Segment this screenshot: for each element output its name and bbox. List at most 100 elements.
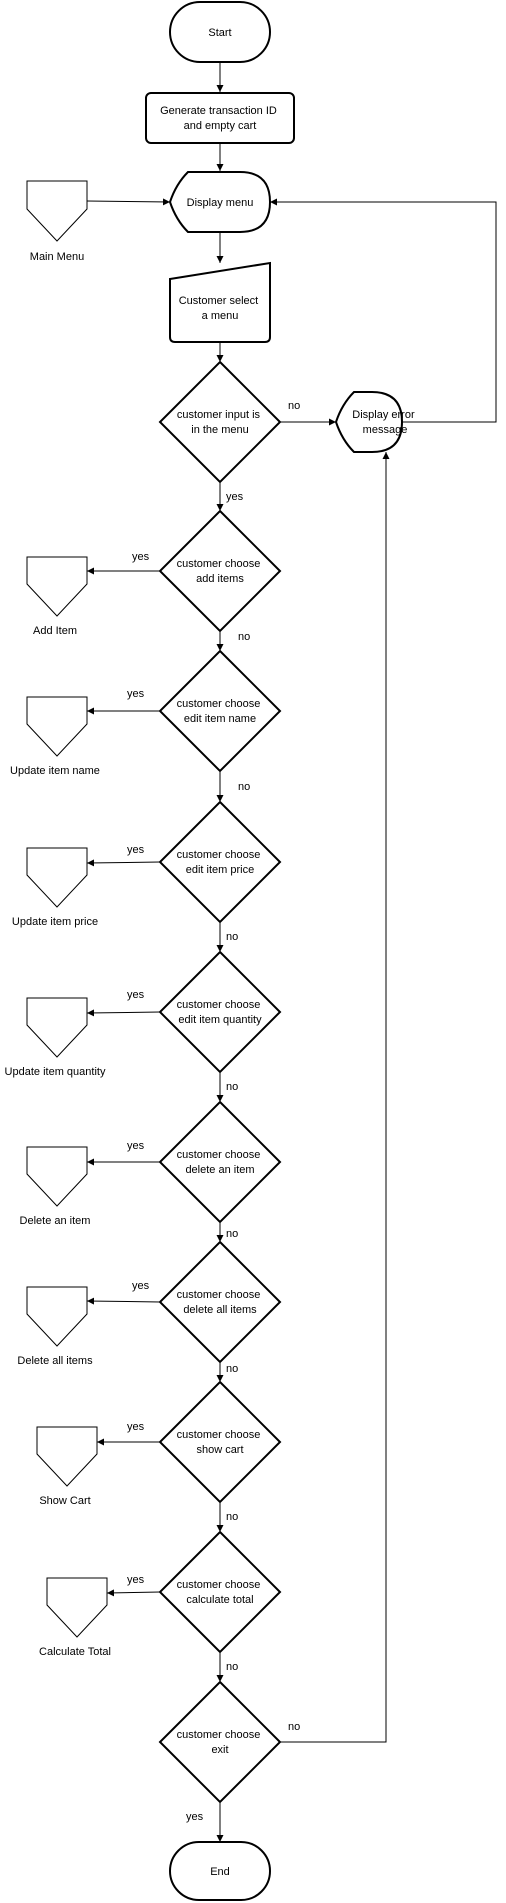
edge-label-no: no bbox=[226, 1661, 238, 1673]
node-label: customer choose delete all items bbox=[177, 1289, 264, 1316]
edge-label-yes: yes bbox=[127, 1421, 145, 1433]
reference-add-item: Add Item bbox=[26, 556, 88, 637]
edge-label-no: no bbox=[226, 1228, 238, 1240]
edge-exit-to-error bbox=[280, 452, 390, 1743]
offpage-reference-shape bbox=[36, 1426, 98, 1487]
decision-shape bbox=[158, 1240, 282, 1364]
reference-show-cart: Show Cart bbox=[36, 1426, 98, 1507]
terminator-shape bbox=[169, 1841, 271, 1901]
decision-edit-item-price: customer choose edit item price bbox=[158, 800, 282, 924]
reference-delete-an-item: Delete an item bbox=[20, 1146, 91, 1227]
nodes: Start Generate transaction ID and empty … bbox=[145, 1, 417, 1901]
generate-transaction-node: Generate transaction ID and empty cart bbox=[145, 92, 295, 144]
reference-label: Delete an item bbox=[20, 1215, 91, 1227]
node-label: customer choose show cart bbox=[177, 1429, 264, 1456]
edge-delete-all-to-ref bbox=[86, 1297, 161, 1305]
edge-edit-quantity-to-update-quantity bbox=[86, 1009, 161, 1017]
start-node: Start bbox=[169, 1, 271, 63]
decision-shape bbox=[158, 1680, 282, 1804]
reference-label: Add Item bbox=[33, 625, 77, 637]
node-label: Display menu bbox=[187, 197, 254, 209]
decision-show-cart: customer choose show cart bbox=[158, 1380, 282, 1504]
reference-update-item-price: Update item price bbox=[12, 847, 98, 928]
edge-label-yes: yes bbox=[127, 844, 145, 856]
node-label: Customer select a menu bbox=[179, 295, 262, 322]
offpage-reference-shape bbox=[26, 1146, 88, 1207]
reference-label: Update item quantity bbox=[5, 1066, 106, 1078]
decision-shape bbox=[158, 1100, 282, 1224]
edge-label-no: no bbox=[288, 1721, 300, 1733]
decision-shape bbox=[158, 509, 282, 633]
node-label: customer choose edit item price bbox=[177, 849, 264, 876]
edge-error-to-display-menu bbox=[270, 198, 497, 423]
decision-exit: customer choose exit bbox=[158, 1680, 282, 1804]
connectors bbox=[86, 62, 497, 1842]
edge-edit-price-to-update-price bbox=[86, 859, 161, 867]
end-node: End bbox=[169, 1841, 271, 1901]
manual-input-shape bbox=[169, 261, 271, 343]
decision-shape bbox=[158, 950, 282, 1074]
offpage-reference-shape bbox=[26, 696, 88, 757]
offpage-reference-shape bbox=[26, 847, 88, 908]
offpage-reference-shape bbox=[26, 556, 88, 617]
node-label: End bbox=[210, 1866, 230, 1878]
decision-shape bbox=[158, 800, 282, 924]
reference-update-item-name: Update item name bbox=[10, 696, 100, 777]
offpage-reference-shape bbox=[26, 1286, 88, 1347]
process-shape bbox=[145, 92, 295, 144]
edge-label-yes: yes bbox=[186, 1811, 204, 1823]
offpage-reference-shape bbox=[26, 997, 88, 1058]
reference-label: Update item price bbox=[12, 916, 98, 928]
offpage-reference-shape bbox=[26, 180, 88, 242]
edge-label-no: no bbox=[226, 931, 238, 943]
reference-label: Delete all items bbox=[17, 1355, 93, 1367]
node-label: customer choose delete an item bbox=[177, 1149, 264, 1176]
edge-label-no: no bbox=[238, 631, 250, 643]
edge-label-yes: yes bbox=[127, 1574, 145, 1586]
node-label: Display error message bbox=[352, 409, 417, 436]
node-label: customer input is in the menu bbox=[177, 409, 263, 436]
reference-label: Main Menu bbox=[30, 251, 84, 263]
decision-shape bbox=[158, 360, 282, 484]
decision-shape bbox=[158, 1530, 282, 1654]
decision-input-in-menu: customer input is in the menu bbox=[158, 360, 282, 484]
decision-delete-all-items: customer choose delete all items bbox=[158, 1240, 282, 1364]
reference-calculate-total: Calculate Total bbox=[39, 1577, 111, 1658]
node-label: customer choose edit item name bbox=[177, 698, 264, 725]
decision-edit-item-quantity: customer choose edit item quantity bbox=[158, 950, 282, 1074]
edge-label-yes: yes bbox=[132, 551, 150, 563]
edge-main-menu-to-display-menu bbox=[86, 198, 171, 206]
edge-label-no: no bbox=[288, 400, 300, 412]
edge-calculate-total-to-ref bbox=[106, 1589, 161, 1597]
reference-update-item-quantity: Update item quantity bbox=[5, 997, 106, 1078]
terminator-shape bbox=[169, 1, 271, 63]
edge-label-yes: yes bbox=[127, 688, 145, 700]
display-menu-node: Display menu bbox=[168, 171, 272, 233]
edge-label-yes: yes bbox=[127, 989, 145, 1001]
reference-label: Calculate Total bbox=[39, 1646, 111, 1658]
decision-shape bbox=[158, 1380, 282, 1504]
edge-label-yes: yes bbox=[226, 491, 244, 503]
display-error-node: Display error message bbox=[334, 391, 417, 453]
edge-label-no: no bbox=[226, 1511, 238, 1523]
edge-label-no: no bbox=[238, 781, 250, 793]
node-label: customer choose edit item quantity bbox=[177, 999, 264, 1026]
edge-label-no: no bbox=[226, 1363, 238, 1375]
edge-label-yes: yes bbox=[132, 1280, 150, 1292]
node-label: Generate transaction ID and empty cart bbox=[160, 105, 280, 132]
reference-delete-all-items: Delete all items bbox=[17, 1286, 93, 1367]
node-label: Start bbox=[208, 27, 231, 39]
reference-label: Show Cart bbox=[39, 1495, 90, 1507]
decision-shape bbox=[158, 649, 282, 773]
decision-add-items: customer choose add items bbox=[158, 509, 282, 633]
reference-main-menu: Main Menu bbox=[26, 180, 88, 263]
display-shape bbox=[168, 171, 272, 233]
decision-calculate-total: customer choose calculate total bbox=[158, 1530, 282, 1654]
node-label: customer choose exit bbox=[177, 1729, 264, 1756]
decision-delete-an-item: customer choose delete an item bbox=[158, 1100, 282, 1224]
edge-label-no: no bbox=[226, 1081, 238, 1093]
node-label: customer choose add items bbox=[177, 558, 264, 585]
edge-labels: no yes yes no yes no yes no yes no yes n… bbox=[127, 400, 300, 1823]
reference-label: Update item name bbox=[10, 765, 100, 777]
